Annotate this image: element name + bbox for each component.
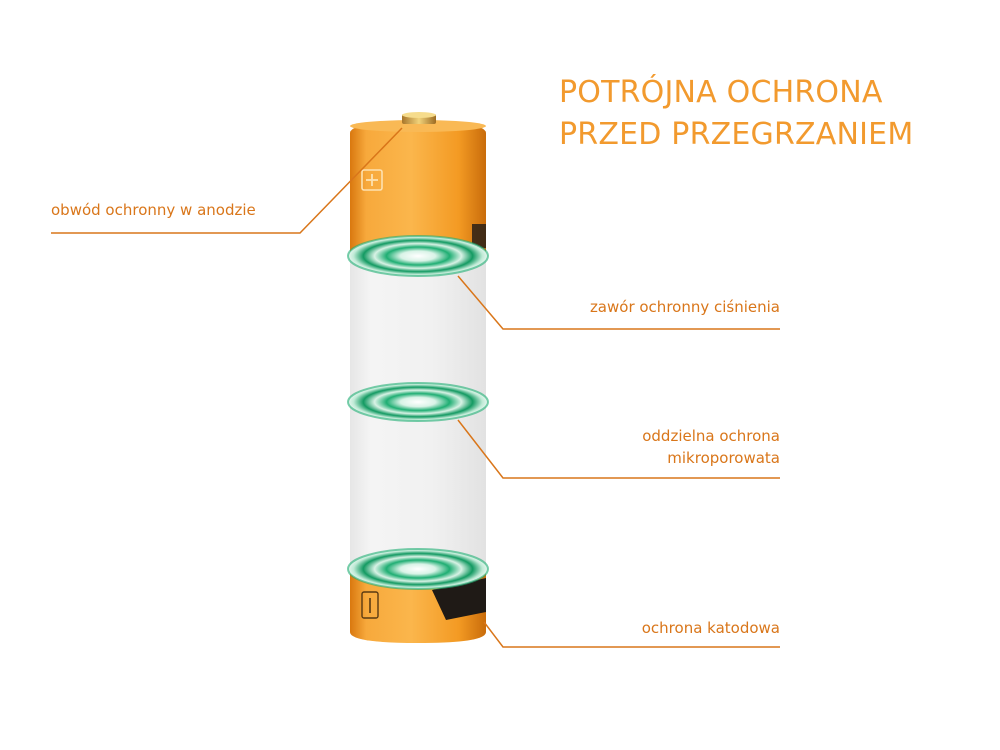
positive-terminal (402, 112, 436, 124)
title-line-2: PRZED PRZEGRZANIEM (559, 117, 914, 152)
minus-icon (361, 591, 379, 619)
leader-line-anode (51, 127, 403, 234)
label-cathode: ochrona katodowa (641, 619, 780, 637)
label-separator: oddzielna ochrona mikroporowata (642, 425, 780, 469)
protection-ring-top (347, 235, 489, 277)
leader-line-cathode (483, 621, 780, 648)
diagram-title: POTRÓJNA OCHRONA PRZED PRZEGRZANIEM (559, 72, 913, 156)
label-pressure-valve: zawór ochronny ciśnienia (589, 298, 780, 316)
plus-icon (361, 169, 383, 191)
label-separator-line-2: mikroporowata (667, 449, 780, 467)
leader-line-pressure-valve (457, 275, 780, 330)
protection-ring-bottom (347, 548, 489, 590)
leader-line-separator (457, 419, 780, 479)
protection-ring-middle (347, 382, 489, 422)
label-separator-line-1: oddzielna ochrona (642, 427, 780, 445)
title-line-1: POTRÓJNA OCHRONA (559, 75, 883, 110)
label-anode-circuit: obwód ochronny w anodzie (51, 201, 256, 219)
battery-top-section (350, 120, 486, 252)
